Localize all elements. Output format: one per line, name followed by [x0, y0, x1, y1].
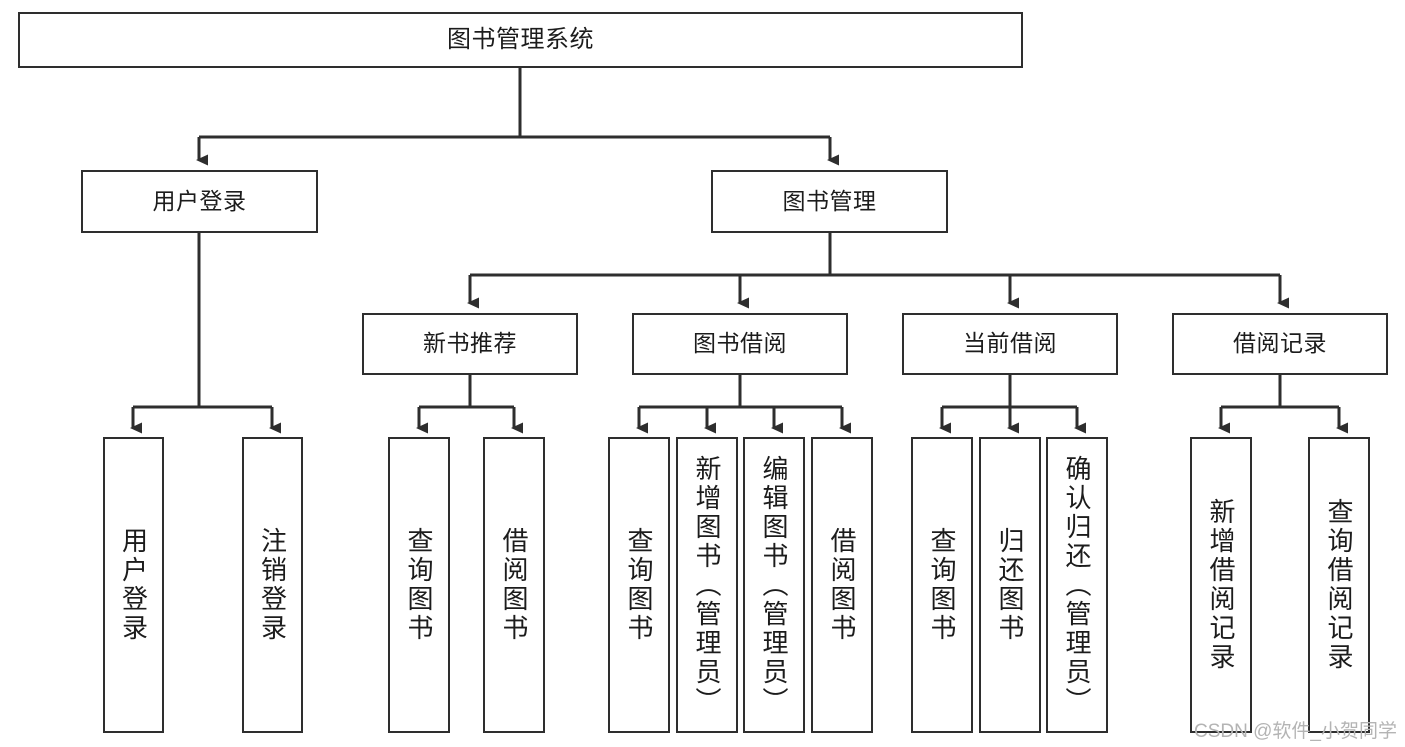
node-leaf-user-login[interactable]: 用户登录	[103, 437, 164, 733]
node-leaf-borrow-book-2-label: 借阅图书	[827, 527, 857, 643]
node-leaf-edit-book-label: 编辑图书（管理员）	[759, 454, 789, 716]
node-leaf-edit-book[interactable]: 编辑图书（管理员）	[743, 437, 805, 733]
node-current-borrow[interactable]: 当前借阅	[902, 313, 1118, 375]
node-leaf-query-book-3[interactable]: 查询图书	[911, 437, 973, 733]
node-user-login[interactable]: 用户登录	[81, 170, 318, 233]
node-leaf-borrow-book-1-label: 借阅图书	[499, 527, 529, 643]
node-leaf-query-book-3-label: 查询图书	[927, 527, 957, 643]
node-leaf-user-logout[interactable]: 注销登录	[242, 437, 303, 733]
node-book-borrow-label: 图书借阅	[693, 330, 787, 357]
node-leaf-query-book-2-label: 查询图书	[624, 527, 654, 643]
node-leaf-user-login-label: 用户登录	[118, 527, 149, 643]
node-leaf-return-book-label: 归还图书	[995, 527, 1025, 643]
node-leaf-confirm-return[interactable]: 确认归还（管理员）	[1046, 437, 1108, 733]
node-leaf-borrow-book-1[interactable]: 借阅图书	[483, 437, 545, 733]
node-borrow-record[interactable]: 借阅记录	[1172, 313, 1388, 375]
node-user-login-label: 用户登录	[152, 187, 247, 214]
node-current-borrow-label: 当前借阅	[963, 330, 1057, 357]
node-leaf-confirm-return-label: 确认归还（管理员）	[1062, 454, 1092, 716]
node-borrow-record-label: 借阅记录	[1233, 330, 1327, 357]
node-root[interactable]: 图书管理系统	[18, 12, 1023, 68]
node-leaf-add-book[interactable]: 新增图书（管理员）	[676, 437, 738, 733]
node-leaf-return-book[interactable]: 归还图书	[979, 437, 1041, 733]
node-leaf-query-record-label: 查询借阅记录	[1324, 498, 1354, 672]
node-new-book-recommend-label: 新书推荐	[423, 330, 517, 357]
node-leaf-query-book-1[interactable]: 查询图书	[388, 437, 450, 733]
node-book-manage-label: 图书管理	[782, 187, 877, 214]
node-leaf-add-record-label: 新增借阅记录	[1206, 498, 1236, 672]
node-leaf-query-book-1-label: 查询图书	[404, 527, 434, 643]
watermark-text: CSDN @软件_小贺同学	[1194, 721, 1397, 742]
node-book-borrow[interactable]: 图书借阅	[632, 313, 848, 375]
node-new-book-recommend[interactable]: 新书推荐	[362, 313, 578, 375]
node-book-manage[interactable]: 图书管理	[711, 170, 948, 233]
node-root-label: 图书管理系统	[447, 25, 594, 53]
node-leaf-add-book-label: 新增图书（管理员）	[692, 454, 722, 716]
node-leaf-borrow-book-2[interactable]: 借阅图书	[811, 437, 873, 733]
node-leaf-query-book-2[interactable]: 查询图书	[608, 437, 670, 733]
node-leaf-query-record[interactable]: 查询借阅记录	[1308, 437, 1370, 733]
node-leaf-user-logout-label: 注销登录	[257, 527, 288, 643]
node-leaf-add-record[interactable]: 新增借阅记录	[1190, 437, 1252, 733]
